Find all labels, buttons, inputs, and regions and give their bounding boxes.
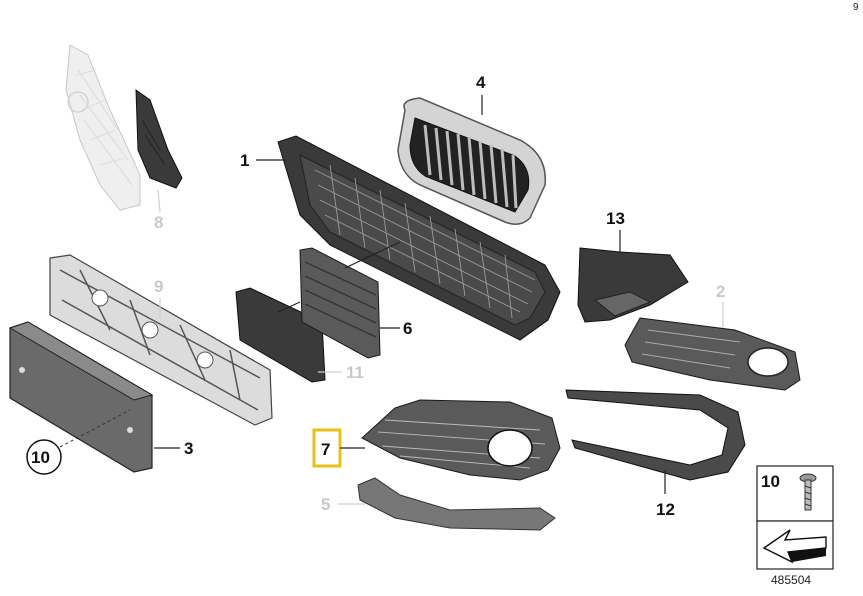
part-9-carrier[interactable] [49, 254, 273, 426]
callout-13[interactable]: 13 [606, 209, 625, 228]
callout-3[interactable]: 3 [184, 439, 193, 458]
part-7-fog-grille-left[interactable] [361, 399, 561, 481]
legend-box: 10 [756, 465, 834, 570]
part-12-trim-bezel[interactable] [565, 389, 746, 481]
direction-arrow-icon [762, 529, 827, 564]
legend-part-number: 10 [761, 472, 780, 491]
callout-11[interactable]: 11 [346, 363, 364, 382]
callout-12[interactable]: 12 [656, 500, 675, 519]
part-3-license-plate-base[interactable] [8, 321, 154, 473]
part-5-trim-strip[interactable] [357, 477, 556, 531]
callout-4[interactable]: 4 [476, 73, 486, 92]
callout-8[interactable]: 8 [154, 213, 163, 232]
callout-5[interactable]: 5 [321, 495, 330, 514]
leader-8 [157, 189, 161, 213]
callout-2[interactable]: 2 [716, 282, 725, 301]
leader-10 [59, 409, 131, 448]
screw-icon [799, 473, 817, 511]
callout-6[interactable]: 6 [403, 319, 412, 338]
part-1-center-grille[interactable] [277, 135, 561, 341]
callout-1[interactable]: 1 [240, 151, 249, 170]
part-4-kidney-grille[interactable] [397, 97, 547, 225]
part-2-fog-grille-right[interactable] [624, 317, 801, 391]
callout-9[interactable]: 9 [154, 277, 163, 296]
part-8-bracket[interactable] [65, 44, 183, 211]
leader-6a [344, 241, 401, 269]
corner-mark: 9 [853, 2, 859, 13]
callout-10-circle [26, 439, 62, 475]
part-6-mesh-insert[interactable] [299, 247, 381, 359]
callout-10[interactable]: 10 [31, 448, 50, 467]
leader-6b [277, 301, 301, 313]
part-11-filler-panel[interactable] [235, 287, 326, 383]
part-13-air-duct[interactable] [577, 247, 689, 323]
callout-7[interactable]: 7 [321, 440, 330, 459]
diagram-id: 485504 [771, 573, 811, 587]
